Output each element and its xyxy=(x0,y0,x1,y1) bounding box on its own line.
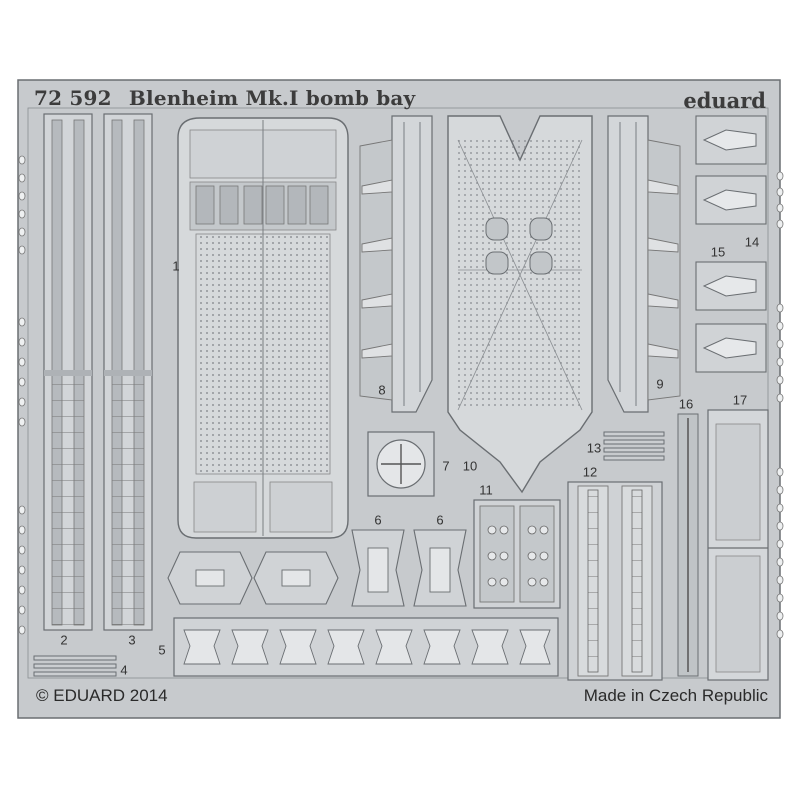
part-number-16: 16 xyxy=(678,396,694,412)
part-number-13: 13 xyxy=(586,440,602,456)
part-12-racks xyxy=(567,481,663,681)
part-number-6a: 6 xyxy=(374,512,382,528)
part-number-2: 2 xyxy=(60,632,68,648)
part-5-shackle-row xyxy=(173,617,559,677)
part-number-3: 3 xyxy=(128,632,136,648)
part-16-rod xyxy=(677,413,699,677)
part-11-blocks xyxy=(473,499,561,609)
part-10-bay-roof xyxy=(447,115,593,494)
part-7-round-plate xyxy=(367,431,435,497)
part-2-rail xyxy=(43,113,93,631)
part-number-1: 1 xyxy=(172,258,180,274)
brand-logo-text: eduard xyxy=(683,88,766,113)
drop-marks-left xyxy=(18,155,26,635)
hex-shackles xyxy=(167,551,339,605)
part-number-15: 15 xyxy=(710,244,726,260)
part-number-6b: 6 xyxy=(436,512,444,528)
part-13-strips xyxy=(603,431,665,461)
part-number-9: 9 xyxy=(656,376,664,392)
part-number-5: 5 xyxy=(158,642,166,658)
part-17-frame xyxy=(707,409,769,681)
part-3-rail xyxy=(103,113,153,631)
part-number-11: 11 xyxy=(479,482,493,498)
copyright-text: © EDUARD 2014 xyxy=(36,686,168,705)
part-8-side-wall xyxy=(359,115,433,413)
part-9-side-wall xyxy=(607,115,681,413)
fret-code: 72 592 xyxy=(34,86,112,110)
part-number-10: 10 xyxy=(462,458,478,474)
part-1-bay-floor xyxy=(177,117,349,539)
part-4-strips xyxy=(33,655,117,677)
part-number-12: 12 xyxy=(582,464,598,480)
part-number-7: 7 xyxy=(442,458,450,474)
part-number-14: 14 xyxy=(744,234,760,250)
part-6-shackles xyxy=(351,529,467,607)
origin-text: Made in Czech Republic xyxy=(583,686,768,705)
part-14-15-brackets xyxy=(695,115,767,373)
drop-marks-right xyxy=(776,171,784,639)
part-number-8: 8 xyxy=(378,382,386,398)
part-number-17: 17 xyxy=(732,392,748,408)
fret-name: Blenheim Mk.I bomb bay xyxy=(128,86,416,110)
part-number-4: 4 xyxy=(120,662,128,678)
fret-title: 72 592 Blenheim Mk.I bomb bay xyxy=(34,86,415,110)
